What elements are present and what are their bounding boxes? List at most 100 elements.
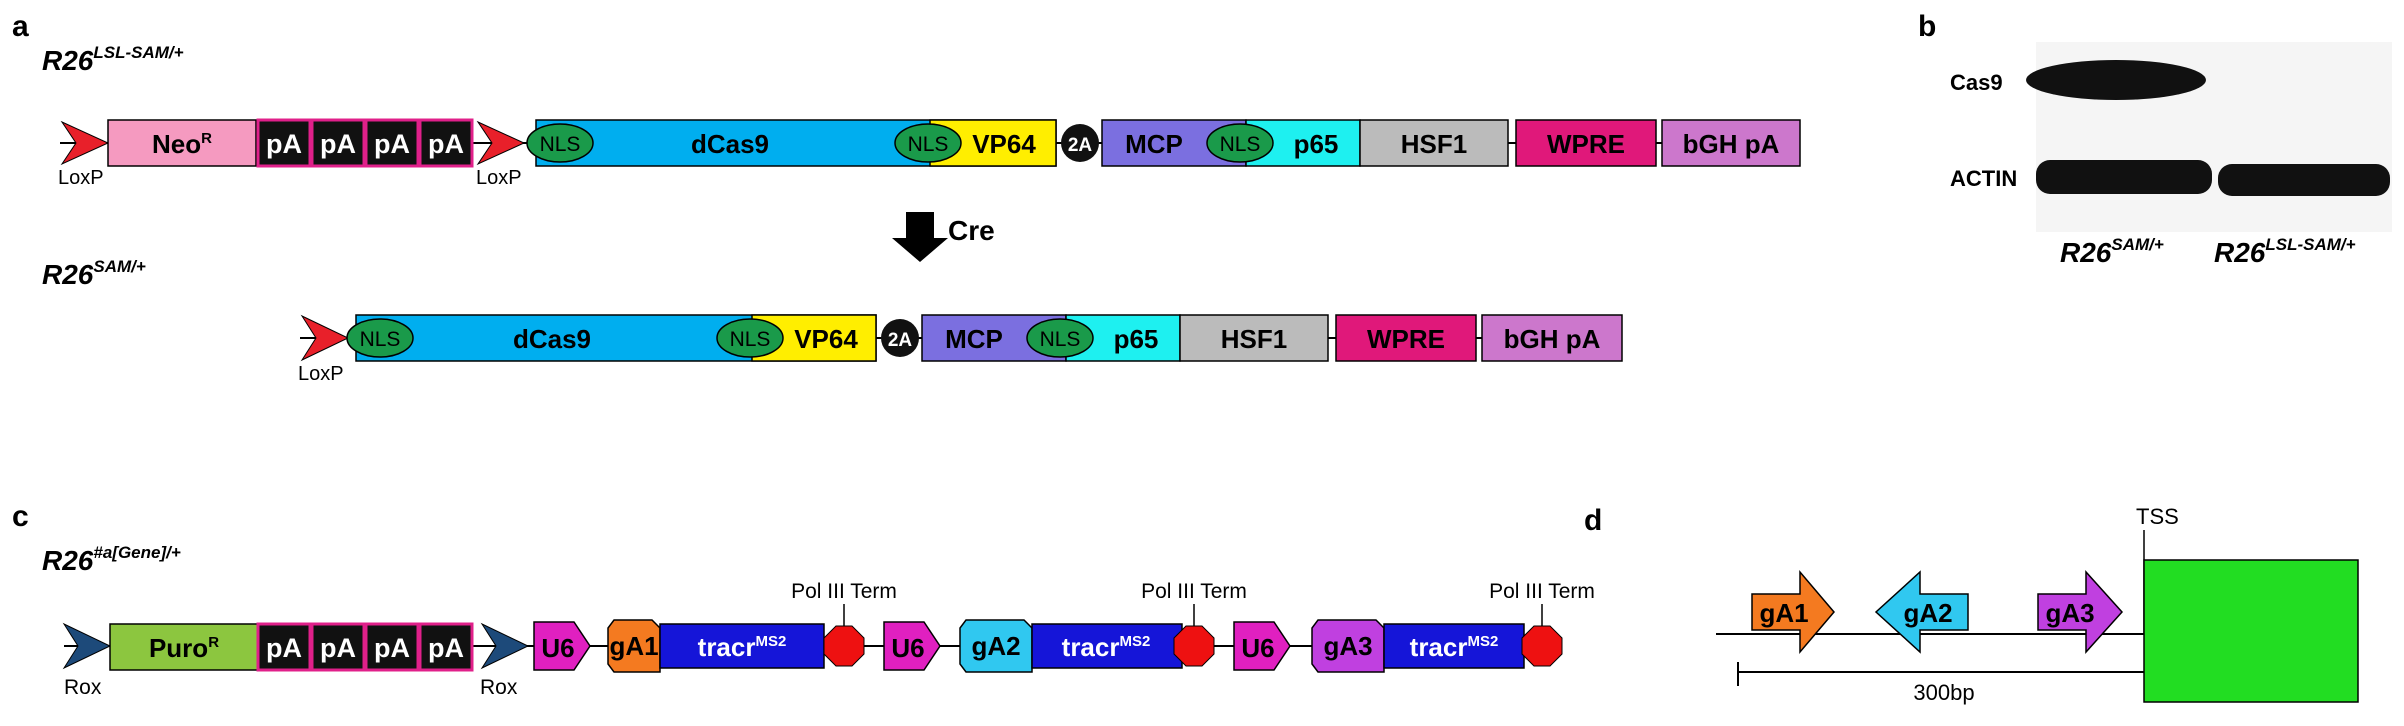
- svg-text:pA: pA: [320, 129, 356, 159]
- scale-label: 300bp: [1913, 680, 1974, 705]
- svg-text:Pol III Term: Pol III Term: [1489, 580, 1595, 603]
- lane-label-2: R26LSL-SAM/+: [2214, 235, 2356, 268]
- svg-text:dCas9: dCas9: [691, 129, 769, 159]
- ga3-arrow: [2037, 570, 2124, 654]
- construct-title-c: R26#a[Gene]/+: [42, 543, 181, 576]
- lane-label-1: R26SAM/+: [2060, 235, 2164, 268]
- panel-label-c: c: [12, 500, 29, 533]
- wpre-box-a1: [1515, 119, 1657, 167]
- ga1-arrow: [1751, 569, 1835, 655]
- svg-text:pA: pA: [374, 633, 410, 663]
- svg-text:MCP: MCP: [945, 324, 1003, 354]
- svg-text:pA: pA: [428, 633, 464, 663]
- bgh-box-a1: [1661, 119, 1801, 167]
- construct-title-a2: R26SAM/+: [42, 257, 146, 290]
- svg-text:NLS: NLS: [540, 133, 581, 156]
- svg-text:gA3: gA3: [2045, 598, 2094, 628]
- svg-text:2A: 2A: [1068, 135, 1093, 156]
- panel-label-d: d: [1584, 504, 1602, 537]
- u6-promoter-3: [1233, 621, 1291, 671]
- polterm-2: [1173, 625, 1215, 667]
- neo-label: NeoR: [152, 129, 212, 159]
- cre-label: Cre: [948, 215, 995, 246]
- svg-text:pA: pA: [320, 633, 356, 663]
- svg-text:U6: U6: [541, 633, 574, 663]
- rox-2: [480, 622, 530, 670]
- svg-text:bGH pA: bGH pA: [1683, 129, 1780, 159]
- actin-band-2: [2218, 164, 2390, 196]
- panel-label-a: a: [12, 10, 29, 43]
- svg-text:VP64: VP64: [794, 324, 858, 354]
- svg-text:dCas9: dCas9: [513, 324, 591, 354]
- svg-text:pA: pA: [266, 633, 302, 663]
- tss-gene-box: [2143, 559, 2359, 703]
- svg-text:gA2: gA2: [971, 631, 1020, 661]
- blot-label-cas9: Cas9: [1950, 70, 2003, 95]
- ga1-spacer: [607, 619, 661, 673]
- nls-a2-3: [1026, 318, 1094, 358]
- svg-text:Pol III Term: Pol III Term: [1141, 580, 1247, 603]
- svg-text:tracrMS2: tracrMS2: [698, 632, 787, 662]
- loxp-label-1: LoxP: [58, 167, 104, 189]
- sgrna-unit-1: U6 gA1 tracrMS2 Pol III Term: [533, 580, 897, 673]
- loxp-1: [60, 120, 110, 166]
- svg-text:WPRE: WPRE: [1367, 324, 1445, 354]
- svg-text:MCP: MCP: [1125, 129, 1183, 159]
- tracr-1: [659, 623, 825, 669]
- blot-label-actin: ACTIN: [1950, 166, 2017, 191]
- svg-text:WPRE: WPRE: [1547, 129, 1625, 159]
- ga3-spacer: [1311, 619, 1385, 673]
- svg-text:NLS: NLS: [360, 328, 401, 351]
- tss-label: TSS: [2136, 504, 2179, 529]
- loxp-label-2: LoxP: [476, 167, 522, 189]
- svg-text:NLS: NLS: [908, 133, 949, 156]
- svg-text:Pol III Term: Pol III Term: [791, 580, 897, 603]
- svg-text:gA2: gA2: [1903, 598, 1952, 628]
- tracr-2: [1031, 623, 1183, 669]
- svg-text:gA3: gA3: [1323, 631, 1372, 661]
- rox-label-2: Rox: [480, 676, 518, 699]
- rox-label-1: Rox: [64, 676, 102, 699]
- svg-text:VP64: VP64: [972, 129, 1036, 159]
- ga2-arrow: [1874, 570, 1969, 654]
- polterm-3: [1521, 625, 1563, 667]
- puro-box: [109, 623, 259, 671]
- svg-text:2A: 2A: [888, 330, 913, 351]
- t2a-a1: [1061, 124, 1099, 162]
- sgrna-unit-3: U6 gA3 tracrMS2 Pol III Term: [1233, 580, 1595, 673]
- svg-text:gA1: gA1: [609, 631, 658, 661]
- svg-text:tracrMS2: tracrMS2: [1410, 632, 1499, 662]
- rox-1: [62, 622, 112, 670]
- t2a-a2: [881, 319, 919, 357]
- hsf1-box-a1: [1359, 119, 1509, 167]
- loxp-2: [476, 120, 526, 166]
- hsf1-box-a2: [1179, 314, 1329, 362]
- wpre-box-a2: [1335, 314, 1477, 362]
- loxp-3: [300, 314, 350, 362]
- construct-title-a1: R26LSL-SAM/+: [42, 43, 184, 76]
- loxp-label-3: LoxP: [298, 363, 344, 385]
- u6-promoter-2: [883, 621, 941, 671]
- svg-text:tracrMS2: tracrMS2: [1062, 632, 1151, 662]
- nls-a1-2: [894, 123, 962, 163]
- svg-text:U6: U6: [1241, 633, 1274, 663]
- cas9-band: [2026, 60, 2206, 100]
- svg-text:HSF1: HSF1: [1401, 129, 1467, 159]
- sgrna-unit-2: U6 gA2 tracrMS2 Pol III Term: [883, 580, 1247, 673]
- svg-text:bGH pA: bGH pA: [1504, 324, 1601, 354]
- svg-text:pA: pA: [428, 129, 464, 159]
- svg-text:U6: U6: [891, 633, 924, 663]
- svg-text:HSF1: HSF1: [1221, 324, 1287, 354]
- actin-band-1: [2036, 160, 2212, 194]
- ga2-spacer: [959, 619, 1033, 673]
- u6-promoter-1: [533, 621, 591, 671]
- puro-label: PuroR: [149, 633, 219, 663]
- pa-cassette-a: pA pA pA pA: [256, 118, 474, 168]
- svg-text:NLS: NLS: [1040, 328, 1081, 351]
- polterm-1: [823, 625, 865, 667]
- pa-cassette-c: pA pA pA pA: [256, 622, 474, 672]
- svg-text:NLS: NLS: [1220, 133, 1261, 156]
- svg-text:NLS: NLS: [730, 328, 771, 351]
- svg-text:pA: pA: [266, 129, 302, 159]
